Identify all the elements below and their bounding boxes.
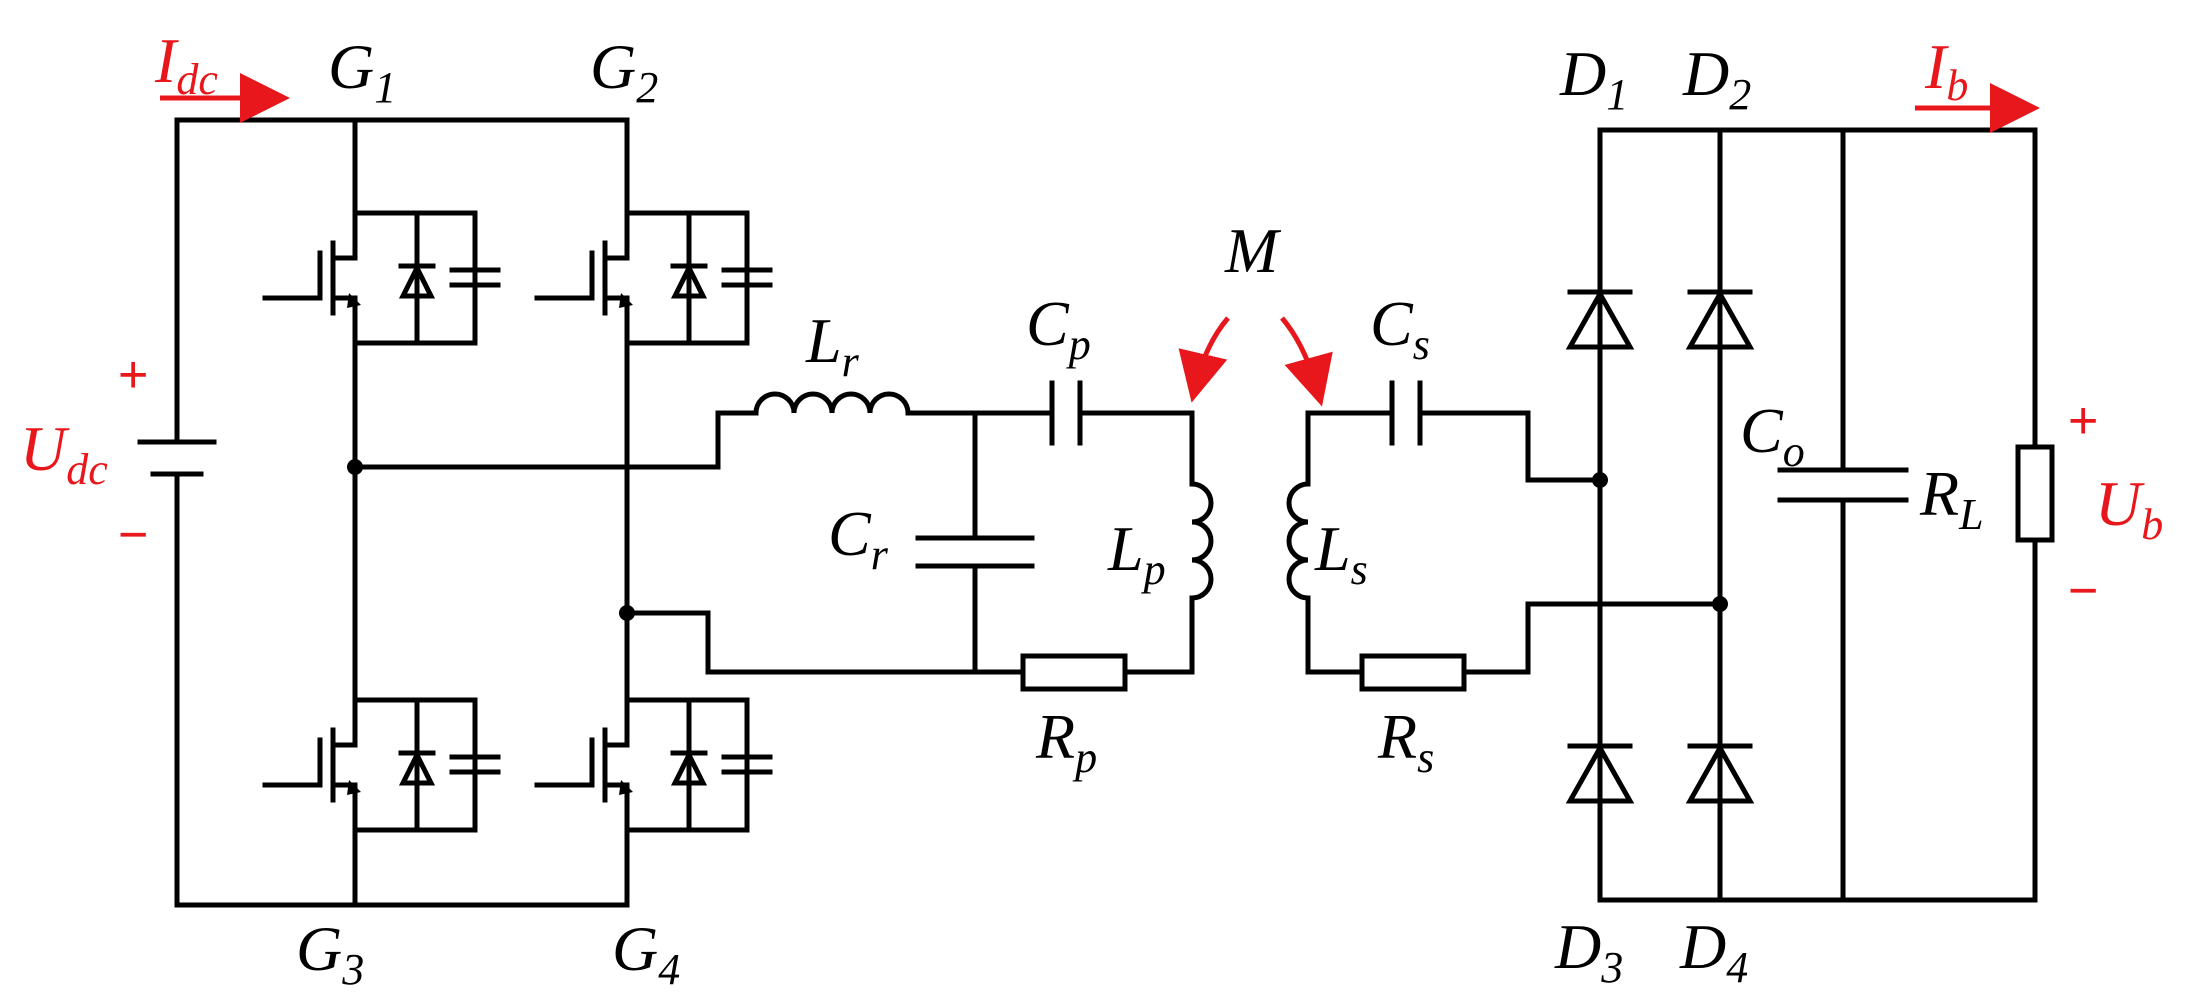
ub-plus: + xyxy=(2068,392,2098,450)
label-cr: Cr xyxy=(828,498,889,579)
switch-g3 xyxy=(265,700,498,830)
label-ls: Ls xyxy=(1314,513,1368,594)
label-g2: G2 xyxy=(590,31,658,112)
label-d2: D2 xyxy=(1682,38,1751,119)
label-d1: D1 xyxy=(1559,38,1628,119)
label-d4: D4 xyxy=(1679,911,1748,992)
label-udc: Udc xyxy=(20,413,108,494)
label-cs: Cs xyxy=(1370,288,1430,369)
label-rl: RL xyxy=(1919,458,1984,539)
rectifier-and-load xyxy=(1592,127,2055,903)
label-ub: Ub xyxy=(2095,468,2163,549)
label-lr: Lr xyxy=(805,305,860,386)
label-m: M xyxy=(1224,215,1282,286)
label-co: Co xyxy=(1740,395,1805,476)
label-idc: Idc xyxy=(154,25,218,104)
label-lp: Lp xyxy=(1107,513,1166,594)
secondary-network xyxy=(1286,380,1723,692)
primary-network xyxy=(352,380,1214,692)
udc-plus: + xyxy=(118,346,148,404)
label-ib: Ib xyxy=(1924,31,1968,110)
mutual-arrow-right xyxy=(1280,316,1333,407)
ub-minus: − xyxy=(2068,562,2098,620)
label-d3: D3 xyxy=(1554,911,1623,992)
switch-g2 xyxy=(537,213,770,343)
label-g4: G4 xyxy=(612,913,680,994)
label-g1: G1 xyxy=(328,31,396,112)
switch-g1 xyxy=(265,213,498,343)
label-rs: Rs xyxy=(1377,701,1434,782)
switch-g4 xyxy=(537,700,770,830)
label-g3: G3 xyxy=(296,913,364,994)
label-rp: Rp xyxy=(1035,701,1097,782)
udc-minus: − xyxy=(118,506,148,564)
label-cp: Cp xyxy=(1026,288,1091,369)
mutual-arrow-left xyxy=(1178,316,1230,403)
